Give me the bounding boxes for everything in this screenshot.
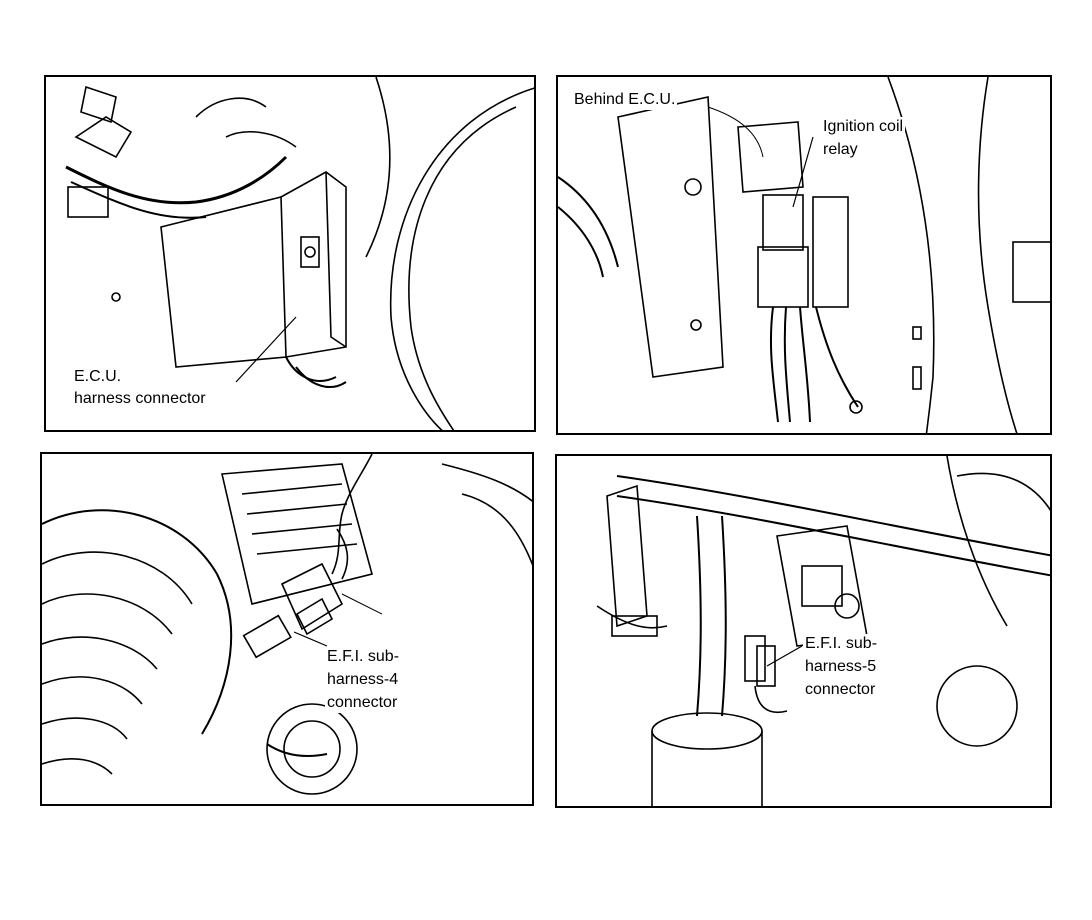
- panel-ignition-coil-relay: Behind E.C.U. Ignition coil relay: [556, 75, 1052, 435]
- efi5-label-line-3: connector: [803, 680, 878, 700]
- efi5-illustration: [596, 456, 1050, 806]
- ignition-label-line-1: Ignition coil: [821, 117, 906, 137]
- ignition-label-line-2: relay: [821, 140, 860, 160]
- efi4-illustration: [42, 454, 532, 795]
- efi5-label-line-2: harness-5: [803, 657, 879, 677]
- ignition-relay-illustration: [558, 77, 1050, 433]
- efi4-label-line-2: harness-4: [325, 670, 401, 690]
- panel-efi-subharness-5: E.F.I. sub- harness-5 connector: [555, 454, 1052, 808]
- efi4-label-line-1: E.F.I. sub-: [325, 647, 402, 667]
- ecu-illustration: [65, 77, 534, 430]
- ignition-header-label: Behind E.C.U.: [572, 90, 678, 110]
- ecu-label-line-1: E.C.U.: [72, 367, 124, 387]
- efi5-label-line-1: E.F.I. sub-: [803, 634, 880, 654]
- panel-ecu-harness-connector: E.C.U. harness connector: [44, 75, 536, 432]
- panel-efi-subharness-4: E.F.I. sub- harness-4 connector: [40, 452, 534, 806]
- ecu-label-line-2: harness connector: [72, 389, 208, 409]
- efi4-label-line-3: connector: [325, 693, 400, 713]
